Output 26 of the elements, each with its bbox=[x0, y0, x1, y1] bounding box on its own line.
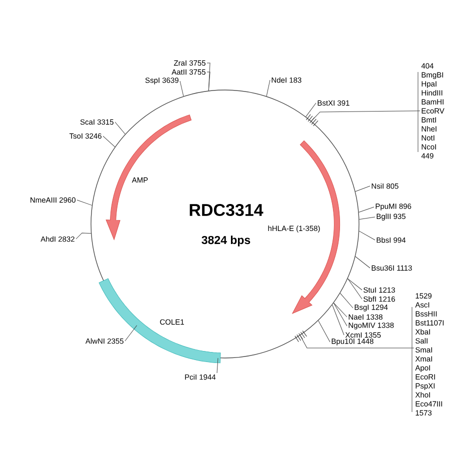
leader-line bbox=[358, 230, 376, 240]
leader-line bbox=[216, 358, 218, 374]
leader-line bbox=[333, 302, 348, 318]
leader-line bbox=[333, 302, 348, 326]
plasmid-size: 3824 bps bbox=[202, 236, 250, 246]
leader-line bbox=[340, 292, 354, 308]
leader-line bbox=[306, 102, 316, 117]
plasmid-name: RDC3314 bbox=[190, 204, 264, 216]
leader-line bbox=[318, 320, 330, 342]
leader-line bbox=[355, 186, 370, 192]
leader-line bbox=[102, 136, 116, 148]
leader-line bbox=[332, 304, 344, 336]
leader-line bbox=[76, 200, 92, 206]
leader-line bbox=[180, 80, 184, 96]
leader-line bbox=[76, 232, 92, 240]
leader-line bbox=[124, 325, 138, 342]
leader-line bbox=[300, 335, 414, 348]
leader-line bbox=[114, 122, 126, 134]
leader-line bbox=[206, 72, 210, 91]
leader-line bbox=[358, 206, 374, 213]
leader-line bbox=[347, 278, 362, 290]
leader-line bbox=[355, 256, 370, 268]
leader-line bbox=[347, 278, 362, 300]
leader-line bbox=[359, 216, 376, 220]
leader-line bbox=[266, 80, 270, 96]
leader-line bbox=[311, 110, 420, 122]
